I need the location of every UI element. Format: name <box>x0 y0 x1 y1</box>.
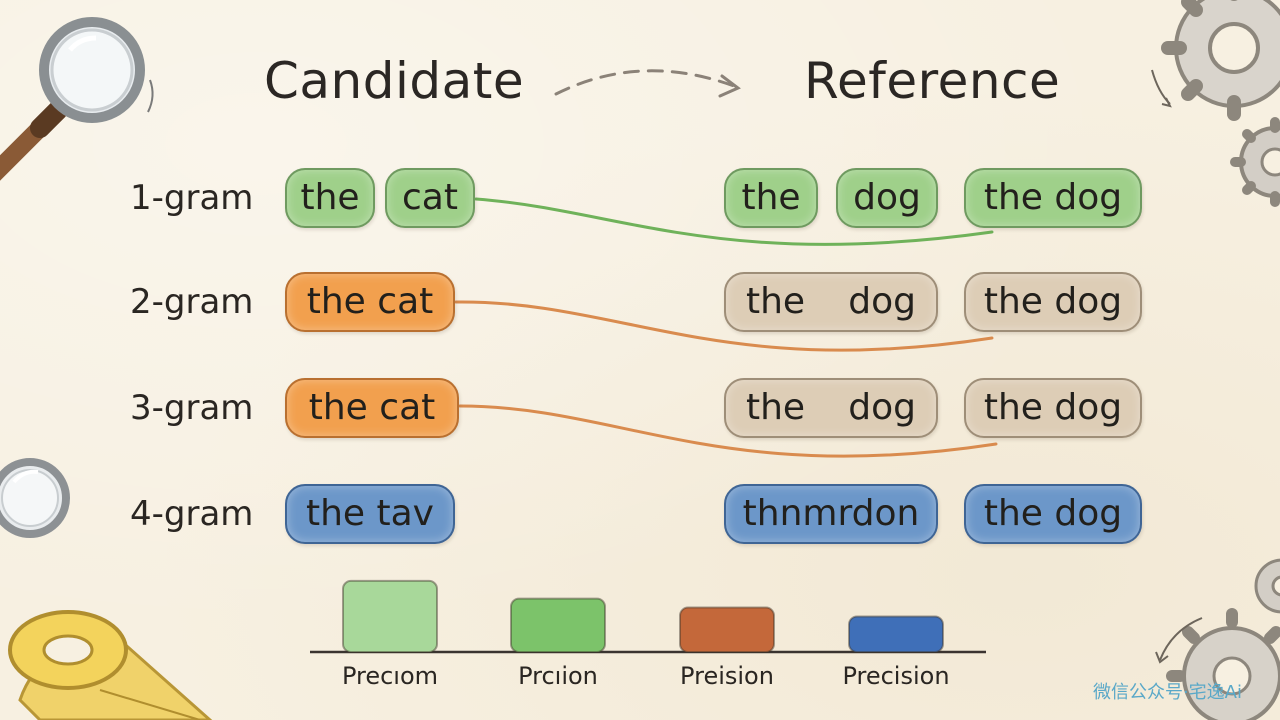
reference-chip-the-dog: the dog <box>964 168 1142 228</box>
bar-3 <box>679 606 775 653</box>
candidate-chip-the-cat: the cat <box>285 378 459 438</box>
gear-icon <box>1166 608 1280 720</box>
row-label-2gram: 2-gram <box>130 282 254 322</box>
reference-chip-thnmrdon: thnmrdon <box>724 484 938 544</box>
match-line-3gram <box>458 404 998 458</box>
candidate-chip-the-cat: the cat <box>285 272 455 332</box>
candidate-chip-the-tav: the tav <box>285 484 455 544</box>
bar-label-4: Precision <box>842 662 950 690</box>
match-line-1gram <box>474 197 994 246</box>
match-line-2gram <box>454 300 994 352</box>
candidate-chip-the: the <box>285 168 375 228</box>
watermark: 微信公众号·宅逸Ai <box>1092 682 1242 703</box>
magnifier-icon <box>0 458 70 538</box>
bar-label-1: Precıom <box>341 662 439 690</box>
row-label-4gram: 4-gram <box>130 494 254 534</box>
reference-chip-the-dog-split: the dog <box>724 272 938 332</box>
bar-label-2: Prcıion <box>518 662 598 690</box>
row-label-1gram: 1-gram <box>130 178 254 218</box>
row-label-3gram: 3-gram <box>130 388 254 428</box>
tape-measure-icon <box>8 610 213 720</box>
bar-2 <box>510 597 606 654</box>
dashed-arrow-icon <box>554 69 741 98</box>
reference-chip-the: the <box>724 168 818 228</box>
reference-word-dog: dog <box>848 281 916 322</box>
gear-icon <box>1254 558 1280 614</box>
bar-1 <box>342 579 438 654</box>
reference-chip-the-dog: the dog <box>964 272 1142 332</box>
reference-chip-the-dog: the dog <box>964 484 1142 544</box>
reference-chip-the-dog-split: the dog <box>724 378 938 438</box>
candidate-heading: Candidate <box>264 52 525 110</box>
reference-word-dog: dog <box>848 387 916 428</box>
arrow-icon <box>1159 617 1203 661</box>
magnifier-icon <box>0 17 154 181</box>
candidate-chip-cat: cat <box>385 168 475 228</box>
bar-label-3: Preision <box>680 662 774 690</box>
reference-chip-the-dog: the dog <box>964 378 1142 438</box>
gear-icon <box>1161 0 1280 121</box>
bar-4 <box>848 615 944 654</box>
reference-chip-dog: dog <box>836 168 938 228</box>
reference-word-the: the <box>746 387 806 428</box>
gear-icon <box>1230 117 1280 207</box>
reference-word-the: the <box>746 281 806 322</box>
reference-heading: Reference <box>804 52 1061 110</box>
